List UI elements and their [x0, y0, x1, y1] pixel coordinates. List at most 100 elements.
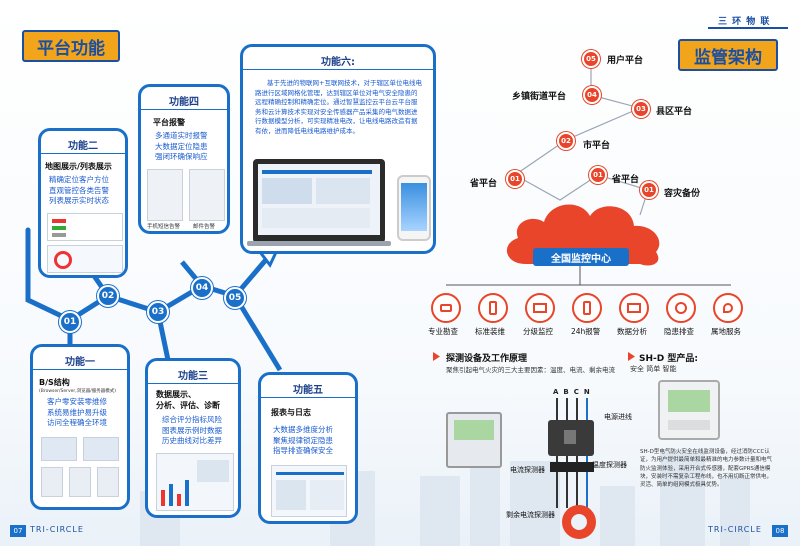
function-6-card: 功能六: 基于先进的物联网+互联网技术，对于辖区单位电线电路进行区域网格化管理，…: [240, 44, 436, 254]
monitor-device: [446, 412, 502, 468]
level-province-platform: 省平台: [470, 179, 498, 189]
level-county-platform: 县区平台: [656, 107, 693, 117]
node-02: 02: [97, 285, 119, 307]
brand-name: 三 环 物 联: [718, 17, 771, 27]
phase-b: B: [563, 388, 574, 396]
page-number-right: 08: [772, 525, 788, 537]
level-03-badge: 03: [632, 100, 650, 118]
function-2-card: 功能二 地图展示/列表展示 精确定位客户方位 直观管控各类告警 列表展示实时状态: [38, 128, 128, 278]
phone-thumbnail: [69, 467, 91, 497]
node-01: 01: [59, 311, 81, 333]
line: 客户零安装零维修: [47, 397, 107, 406]
function-2-lines: 精确定位客户方位 直观管控各类告警 列表展示实时状态: [49, 175, 109, 207]
skyline-building: [600, 486, 635, 546]
level-04-badge: 04: [583, 86, 601, 104]
footer-brand-left: TRI-CIRCLE: [30, 525, 84, 534]
divider: [261, 397, 355, 398]
current-label: 电流探测器: [510, 466, 545, 474]
phase-n: N: [583, 388, 595, 396]
line: 强闭环确保响应: [155, 152, 208, 161]
phone-sms-thumbnail: [147, 169, 183, 221]
level-01-badge: 01: [589, 166, 607, 184]
legend-thumbnail: [47, 213, 123, 241]
service-analysis-icon: [619, 293, 649, 323]
phase-labels: ABCN: [553, 388, 595, 396]
function-6-body: 基于先进的物联网+互联网技术，对于辖区单位电线电路进行区域网格化管理，达到辖区单…: [255, 79, 422, 135]
line: 综合评分指标风险: [162, 415, 222, 424]
breaker: [548, 420, 594, 456]
function-4-lines: 多通道实时报警 大数据定位隐患 强闭环确保响应: [155, 131, 208, 163]
level-05-badge: 05: [582, 50, 600, 68]
page-number-left: 07: [10, 525, 26, 537]
target-thumbnail: [47, 245, 123, 273]
service-label: 属地服务: [711, 327, 741, 336]
function-1-subnote: (Browser/Server,浏览器/服务器模式): [39, 389, 116, 394]
service-survey-icon: [431, 293, 461, 323]
line: 图表展示例时数据: [162, 425, 222, 435]
function-2-subtitle: 地图展示/列表展示: [45, 162, 112, 171]
temp-label: 温度探测器: [592, 461, 627, 469]
function-4-card: 功能四 平台报警 多通道实时报警 大数据定位隐患 强闭环确保响应 手机短信告警 …: [138, 84, 230, 234]
level-01-badge: 01: [640, 181, 658, 199]
line: 精确定位客户方位: [49, 175, 109, 184]
node-03: 03: [147, 301, 169, 323]
laptop-thumbnail: [83, 437, 119, 461]
function-4-title: 功能四: [169, 97, 199, 108]
function-1-subtitle: B/S结构: [39, 378, 70, 387]
line: 多通道实时报警: [155, 131, 208, 140]
phone-thumbnail: [397, 175, 431, 241]
wechat-thumbnail: [189, 169, 225, 221]
line: 聚焦规律锁定隐患: [273, 435, 333, 445]
left-header-title: 平台功能: [37, 38, 105, 59]
product-device: [658, 380, 720, 440]
line: 大数据多维度分析: [273, 425, 333, 434]
service-local-icon: [713, 293, 743, 323]
line: 指导排查确保安全: [273, 446, 333, 455]
current-sensor: [550, 462, 594, 472]
detector-subtitle: 聚焦引起电气火灾的三大主要因素：温度、电流、剩余电流: [446, 366, 615, 374]
function-2-title: 功能二: [68, 141, 98, 152]
charts-thumbnail: [156, 453, 234, 511]
service-label: 隐患排查: [664, 327, 694, 336]
function-1-card: 功能一 B/S结构 (Browser/Server,浏览器/服务器模式) 客户零…: [30, 344, 130, 510]
product-bullet-icon: [628, 352, 635, 361]
device-thumbnail: [97, 467, 119, 497]
residual-current-sensor: [562, 505, 596, 539]
service-label: 标准装维: [475, 327, 505, 336]
skyline-building: [720, 476, 750, 546]
service-label: 分级监控: [523, 327, 553, 336]
node-04: 04: [191, 277, 213, 299]
product-title: SH-D 型产品:: [639, 354, 698, 364]
target-icon: [54, 251, 72, 269]
brand-underline: [708, 27, 788, 29]
level-01-badge: 01: [506, 170, 524, 188]
line: 大数据定位隐患: [155, 141, 208, 151]
line: 直观管控各类告警: [49, 185, 109, 195]
level-backup: 容灾备份: [664, 189, 701, 199]
detector-bullet-icon: [433, 352, 440, 361]
divider: [243, 69, 433, 70]
function-3-card: 功能三 数据展示、 分析、评估、诊断 综合评分指标风险 图表展示例时数据 历史曲…: [145, 358, 241, 518]
service-inspect-icon: [666, 293, 696, 323]
power-label: 电源进线: [604, 413, 632, 421]
divider: [148, 383, 238, 384]
function-5-lines: 大数据多维度分析 聚焦规律锁定隐患 指导排查确保安全: [273, 425, 333, 457]
function-3-subtitle: 数据展示、 分析、评估、诊断: [156, 389, 220, 411]
function-1-lines: 客户零安装零维修 系统易维护易升级 访问全程确全环境: [47, 397, 107, 429]
service-alarm-icon: [572, 293, 602, 323]
phase-a: A: [553, 388, 564, 396]
divider: [141, 109, 227, 110]
left-header-tag: 平台功能: [22, 30, 120, 62]
service-label: 数据分析: [617, 327, 647, 336]
line: 系统易维护易升级: [47, 407, 107, 417]
right-header-tag: 监管架构: [678, 39, 778, 71]
divider: [41, 153, 125, 154]
footer-brand-right: TRI-CIRCLE: [708, 525, 762, 534]
level-user-platform: 用户平台: [607, 56, 644, 66]
service-label: 24h报警: [571, 327, 601, 336]
function-3-title: 功能三: [178, 371, 208, 382]
skyline-building: [660, 451, 705, 546]
skyline-building: [420, 476, 460, 546]
skyline-building: [510, 461, 560, 546]
